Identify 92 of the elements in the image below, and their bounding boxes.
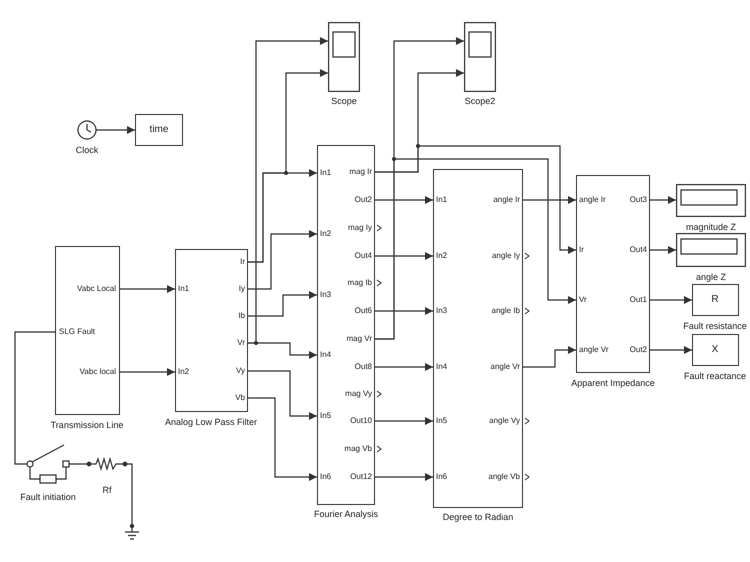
port-label: Vabc local bbox=[80, 367, 116, 377]
port-label: mag Vb bbox=[344, 444, 372, 454]
port-label: angle Vy bbox=[489, 416, 520, 426]
port-label: Ir bbox=[579, 245, 584, 255]
port-label: angle Vb bbox=[488, 472, 520, 482]
block-title: magnitude Z bbox=[686, 222, 736, 232]
signal-arrow bbox=[650, 196, 676, 204]
block-title: Scope bbox=[331, 96, 357, 106]
block-title: Clock bbox=[76, 144, 98, 156]
block-title: Degree to Radian bbox=[442, 512, 514, 522]
block-title: Scope2 bbox=[464, 96, 496, 106]
signal-arrow bbox=[248, 291, 317, 317]
signal-arrow bbox=[248, 370, 317, 420]
signal-arrow bbox=[375, 158, 576, 340]
port-label: In5 bbox=[436, 416, 448, 426]
port-label: In1 bbox=[436, 195, 448, 205]
port-label: Out8 bbox=[354, 362, 372, 372]
block-label: R bbox=[711, 294, 719, 306]
port-label: angle Ib bbox=[492, 306, 520, 316]
port-label: Vr bbox=[237, 338, 245, 348]
port-label: In3 bbox=[320, 290, 332, 300]
signal-arrow bbox=[523, 346, 576, 368]
signal-arrow bbox=[523, 196, 576, 204]
port-label: In2 bbox=[320, 229, 332, 239]
signal-arrow bbox=[375, 252, 433, 260]
block-title: Rf bbox=[102, 484, 112, 496]
port-label: Ib bbox=[238, 311, 245, 321]
port-label: In1 bbox=[320, 168, 332, 178]
port-label: mag Ir bbox=[349, 167, 372, 177]
port-label: Out6 bbox=[354, 306, 372, 316]
signal-arrow bbox=[248, 230, 317, 290]
block-title: Fault resistance bbox=[683, 320, 747, 332]
port-label: In2 bbox=[178, 367, 190, 377]
block-title: Fourier Analysis bbox=[314, 508, 378, 520]
port-label: In4 bbox=[436, 362, 448, 372]
port-label: angle Vr bbox=[579, 345, 608, 355]
block-title: Apparent Impedance bbox=[571, 378, 655, 388]
port-label: Vb bbox=[235, 393, 245, 403]
signal-arrow bbox=[375, 417, 433, 425]
signal-arrow bbox=[375, 196, 433, 204]
port-label: Vy bbox=[236, 366, 245, 376]
wire bbox=[69, 463, 87, 465]
port-label: Vr bbox=[579, 295, 587, 305]
port-label: Out2 bbox=[354, 195, 372, 205]
block-title: Analog Low Pass Filter bbox=[164, 416, 258, 428]
port-label: In6 bbox=[436, 472, 448, 482]
port-label: SLG Fault bbox=[59, 327, 96, 337]
wire bbox=[127, 463, 133, 524]
signal-arrow bbox=[248, 69, 328, 263]
signal-arrow bbox=[650, 296, 692, 304]
port-label: Out4 bbox=[630, 245, 647, 255]
block-label: X bbox=[712, 344, 718, 356]
port-label: In6 bbox=[320, 472, 332, 482]
port-label: Iy bbox=[238, 284, 245, 294]
signal-arrow bbox=[375, 473, 433, 481]
port-label: mag Vy bbox=[345, 389, 372, 399]
port-label: Ir bbox=[240, 257, 245, 267]
signal-arrow bbox=[248, 37, 328, 344]
port-label: Out2 bbox=[630, 345, 647, 355]
port-label: mag Ib bbox=[348, 278, 372, 288]
block-title: Transmission Line bbox=[50, 420, 124, 430]
port-label: In4 bbox=[320, 350, 332, 360]
signal-arrow bbox=[248, 397, 317, 481]
wire bbox=[14, 331, 55, 465]
port-label: Out3 bbox=[630, 195, 647, 205]
port-label: In5 bbox=[320, 411, 332, 421]
port-label: angle Ir bbox=[579, 195, 606, 205]
port-label: angle Iy bbox=[492, 251, 520, 261]
signal-arrow bbox=[650, 246, 676, 254]
port-label: In3 bbox=[436, 306, 448, 316]
signal-arrow bbox=[375, 363, 433, 371]
port-label: In2 bbox=[436, 251, 448, 261]
port-label: mag Vr bbox=[346, 334, 372, 344]
signal-arrow bbox=[120, 285, 175, 293]
signal-arrow bbox=[375, 307, 433, 315]
block-label: time bbox=[150, 124, 168, 136]
port-label: In1 bbox=[178, 284, 190, 294]
port-label: Out10 bbox=[350, 416, 372, 426]
signal-arrow bbox=[375, 145, 576, 254]
block-title: angle Z bbox=[696, 272, 726, 282]
port-label: Out4 bbox=[354, 251, 372, 261]
port-label: angle Vr bbox=[490, 362, 520, 372]
port-label: mag Iy bbox=[348, 223, 372, 233]
port-label: Vabc Local bbox=[77, 284, 116, 294]
signal-arrow bbox=[120, 368, 175, 376]
signal-arrow bbox=[96, 126, 135, 134]
port-label: angle Ir bbox=[493, 195, 520, 205]
block-title: Fault initiation bbox=[20, 492, 76, 502]
block-title: Fault reactance bbox=[684, 370, 746, 382]
port-label: Out12 bbox=[350, 472, 372, 482]
signal-arrow bbox=[650, 346, 692, 354]
port-label: Out1 bbox=[630, 295, 647, 305]
